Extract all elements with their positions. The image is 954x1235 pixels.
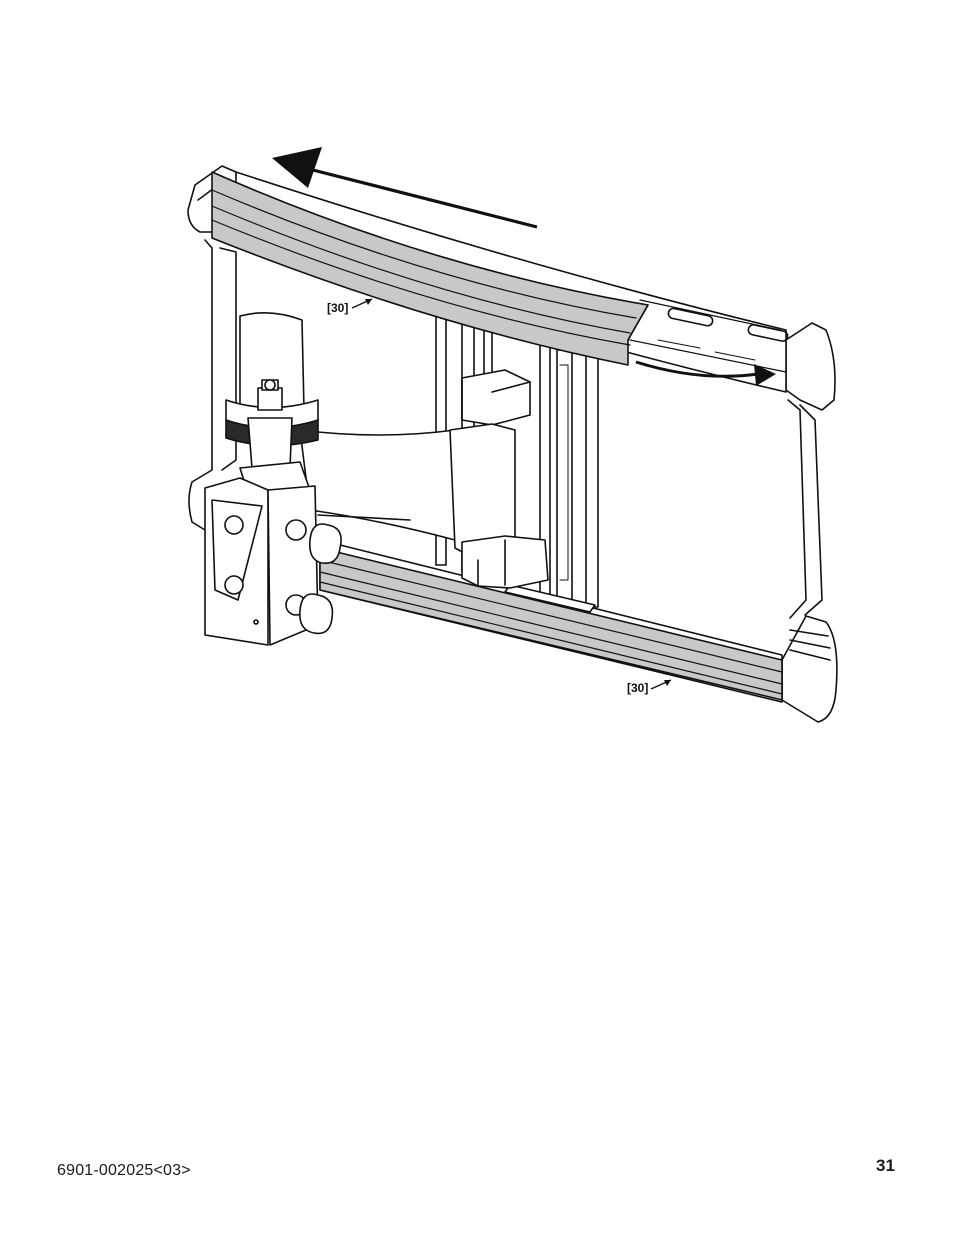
callout-bottom-label: [30] bbox=[627, 681, 648, 695]
callout-bottom: [30] bbox=[627, 680, 671, 695]
page-number: 31 bbox=[876, 1156, 895, 1176]
document-number: 6901-002025<03> bbox=[57, 1162, 191, 1180]
tilt-head bbox=[226, 313, 318, 500]
assembly-illustration: [30] [30] bbox=[0, 0, 954, 760]
bottom-stripe-band bbox=[320, 548, 782, 700]
frame-right-cap bbox=[782, 323, 837, 722]
callout-top-label: [30] bbox=[327, 301, 348, 315]
callout-top: [30] bbox=[327, 299, 372, 315]
